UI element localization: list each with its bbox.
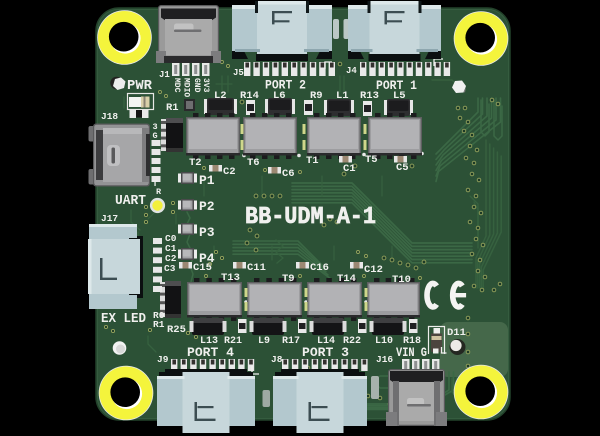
svg-text:R14: R14 <box>240 90 259 102</box>
svg-text:L6: L6 <box>273 90 286 102</box>
svg-text:R1: R1 <box>166 102 179 114</box>
svg-text:C0: C0 <box>165 233 177 244</box>
svg-text:C1: C1 <box>343 163 356 175</box>
svg-text:L5: L5 <box>393 90 406 102</box>
svg-text:G: G <box>153 131 158 141</box>
svg-text:L10: L10 <box>375 336 393 347</box>
svg-text:MDC: MDC <box>172 78 181 93</box>
svg-text:VIN G: VIN G <box>396 346 427 360</box>
svg-text:P1: P1 <box>199 173 215 188</box>
svg-text:PWR: PWR <box>127 79 153 94</box>
svg-text:D11: D11 <box>447 327 466 339</box>
svg-text:L13: L13 <box>200 336 218 347</box>
svg-text:GND: GND <box>192 78 201 93</box>
svg-text:C15: C15 <box>193 262 212 274</box>
svg-text:R17: R17 <box>282 336 300 347</box>
svg-text:R9: R9 <box>310 90 323 102</box>
svg-text:3V3: 3V3 <box>201 78 210 93</box>
svg-text:BB-UDM-A-1: BB-UDM-A-1 <box>245 204 376 231</box>
svg-text:J1: J1 <box>159 70 170 80</box>
svg-text:C12: C12 <box>364 264 383 276</box>
svg-text:R13: R13 <box>360 90 379 102</box>
svg-text:T13: T13 <box>221 272 240 284</box>
svg-text:T14: T14 <box>337 273 356 285</box>
svg-text:L1: L1 <box>336 90 349 102</box>
svg-text:C2: C2 <box>165 253 177 264</box>
svg-text:C6: C6 <box>282 168 295 180</box>
svg-text:EX LED: EX LED <box>101 311 146 327</box>
svg-text:J16: J16 <box>376 354 393 365</box>
svg-text:C2: C2 <box>223 166 236 178</box>
svg-text:C11: C11 <box>247 262 266 274</box>
svg-text:T5: T5 <box>365 154 378 166</box>
svg-text:R25: R25 <box>167 324 186 336</box>
svg-text:L2: L2 <box>214 90 227 102</box>
svg-text:R18: R18 <box>403 336 421 347</box>
svg-text:J17: J17 <box>101 213 118 224</box>
svg-text:J5: J5 <box>233 68 244 78</box>
svg-text:L9: L9 <box>258 336 270 347</box>
svg-text:R: R <box>156 187 162 197</box>
svg-text:C16: C16 <box>310 262 329 274</box>
svg-text:J4: J4 <box>346 66 357 76</box>
svg-text:R22: R22 <box>343 336 361 347</box>
svg-text:UART: UART <box>115 193 146 209</box>
svg-text:T2: T2 <box>189 157 202 169</box>
svg-text:T1: T1 <box>306 155 319 167</box>
svg-text:T: T <box>153 179 158 189</box>
svg-text:MDIO: MDIO <box>182 78 191 97</box>
svg-text:C3: C3 <box>164 263 176 274</box>
svg-text:R21: R21 <box>224 336 242 347</box>
svg-text:C5: C5 <box>396 162 409 174</box>
svg-text:3: 3 <box>153 122 158 132</box>
svg-text:PORT 4: PORT 4 <box>187 345 234 360</box>
svg-text:P3: P3 <box>199 225 215 240</box>
svg-text:PORT 2: PORT 2 <box>265 78 306 93</box>
svg-text:P2: P2 <box>199 199 215 214</box>
svg-text:L14: L14 <box>317 336 335 347</box>
svg-text:PORT 3: PORT 3 <box>302 345 349 360</box>
svg-text:T6: T6 <box>247 157 260 169</box>
svg-text:J18: J18 <box>101 111 118 122</box>
svg-text:C1: C1 <box>165 243 177 254</box>
svg-text:J8: J8 <box>271 354 283 365</box>
svg-text:T10: T10 <box>392 274 411 286</box>
svg-text:PORT 1: PORT 1 <box>376 78 417 93</box>
svg-text:R1: R1 <box>153 319 165 330</box>
svg-text:R0: R0 <box>153 310 165 321</box>
svg-text:P4: P4 <box>199 251 215 266</box>
svg-text:T9: T9 <box>282 273 295 285</box>
svg-text:J9: J9 <box>157 354 169 365</box>
